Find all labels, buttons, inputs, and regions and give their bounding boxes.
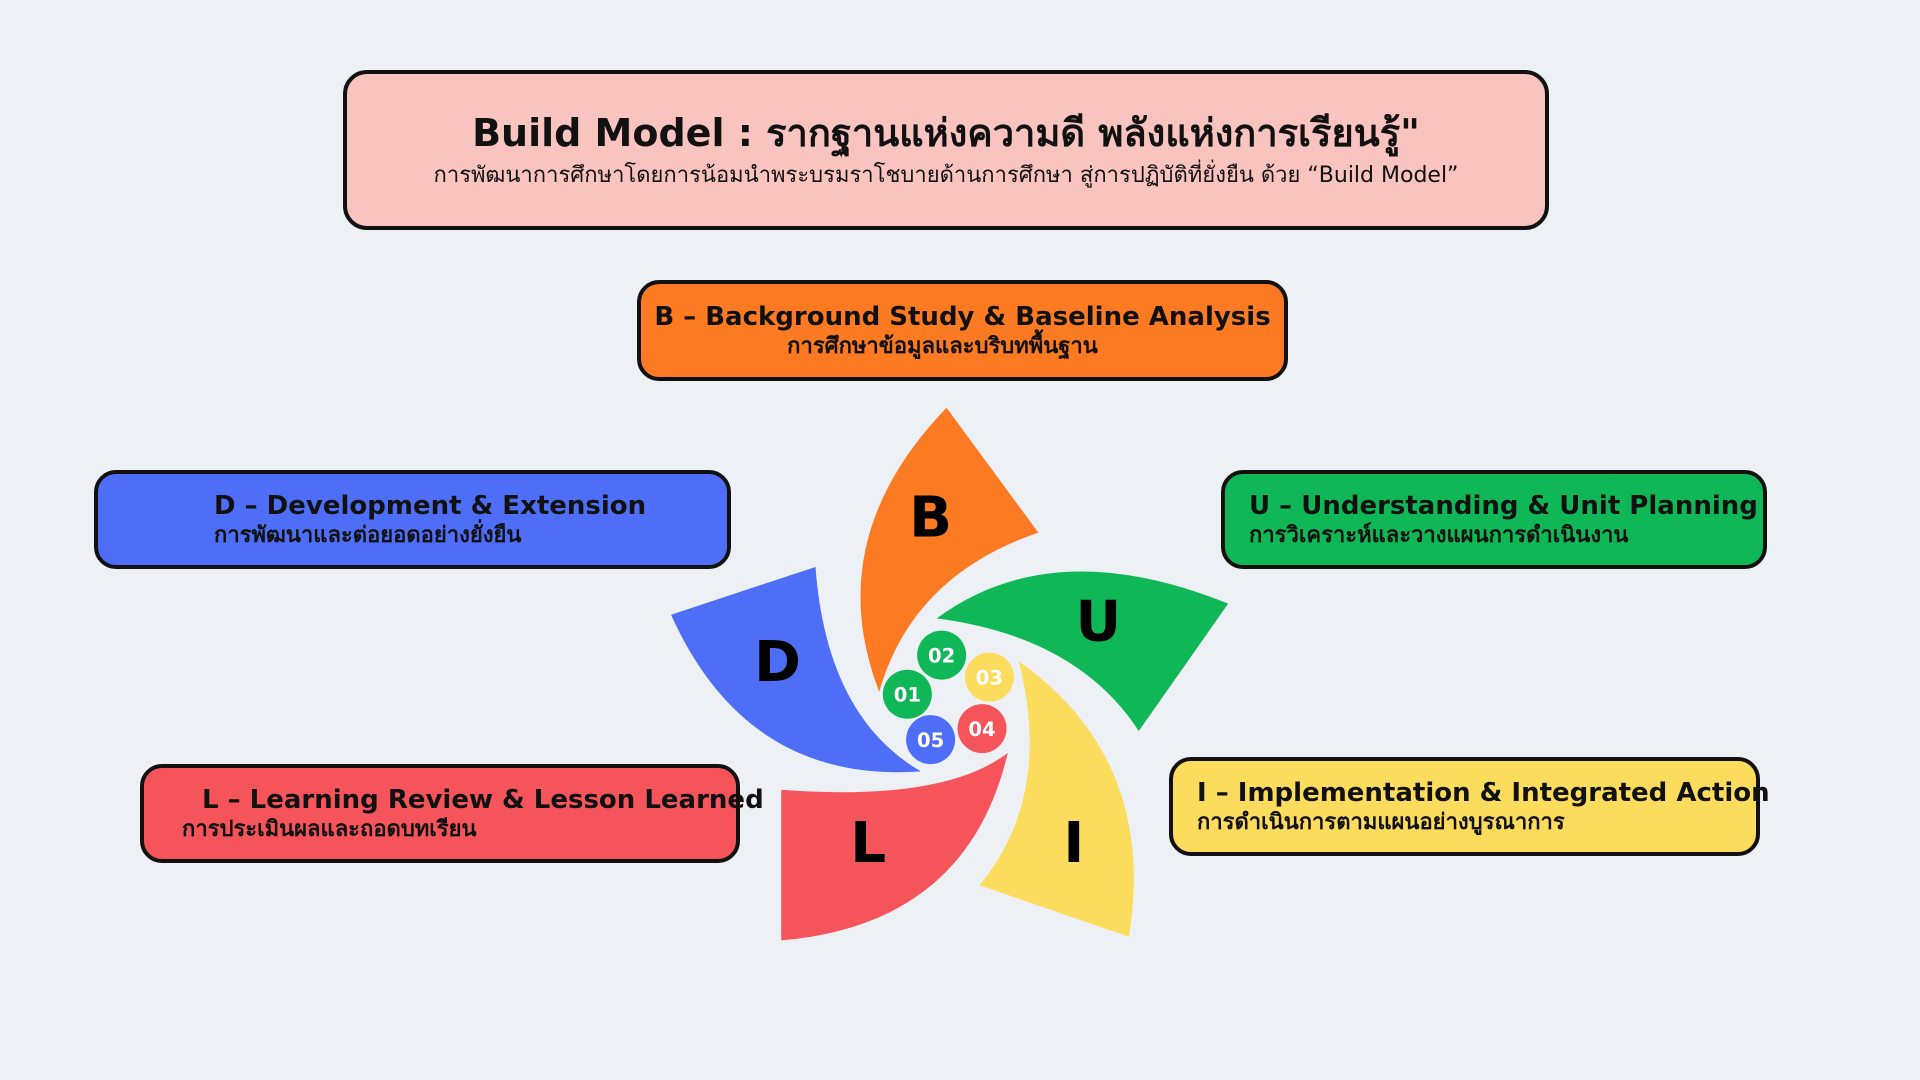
step-box-l: L – Learning Review & Lesson Learned การ… xyxy=(140,764,764,863)
number-circle-04 xyxy=(957,704,1007,754)
step-thai: การดำเนินการตามแผนอย่างบูรณาการ xyxy=(1197,809,1565,835)
step-thai: การพัฒนาและต่อยอดอย่างยั่งยืน xyxy=(214,522,522,548)
step-box-b: B – Background Study & Baseline Analysis… xyxy=(637,280,1288,381)
petal-letter-u: U xyxy=(1076,589,1122,654)
title-banner: Build Model : รากฐานแห่งความดี พลังแห่งก… xyxy=(343,70,1549,230)
petal-l xyxy=(781,753,1008,941)
petal-letter-b: B xyxy=(909,485,952,550)
number-circle-03 xyxy=(964,652,1014,702)
step-box-d: D – Development & Extension การพัฒนาและต… xyxy=(94,470,731,569)
step-thai: การประเมินผลและถอดบทเรียน xyxy=(182,816,477,842)
number-label-02: 02 xyxy=(928,644,955,667)
step-box-u: U – Understanding & Unit Planning การวิเ… xyxy=(1221,470,1767,569)
number-circle-01 xyxy=(882,669,932,719)
petal-letter-d: D xyxy=(754,630,801,695)
petal-b xyxy=(860,407,1039,692)
number-label-04: 04 xyxy=(968,718,995,741)
number-label-01: 01 xyxy=(894,684,921,707)
number-circle-02 xyxy=(917,630,967,680)
page-subtitle: การพัฒนาการศึกษาโดยการน้อมนำพระบรมราโชบา… xyxy=(433,163,1459,188)
step-heading: B – Background Study & Baseline Analysis xyxy=(654,301,1271,332)
step-heading: L – Learning Review & Lesson Learned xyxy=(202,784,764,815)
number-label-05: 05 xyxy=(917,729,944,752)
petal-u xyxy=(936,571,1229,732)
page-title: Build Model : รากฐานแห่งความดี พลังแห่งก… xyxy=(472,111,1420,155)
step-thai: การศึกษาข้อมูลและบริบทพื้นฐาน xyxy=(787,333,1098,359)
step-box-i: I – Implementation & Integrated Action ก… xyxy=(1169,757,1770,856)
step-heading: I – Implementation & Integrated Action xyxy=(1197,777,1770,808)
number-circle-05 xyxy=(906,715,956,765)
petal-i xyxy=(979,661,1134,937)
step-thai: การวิเคราะห์และวางแผนการดำเนินงาน xyxy=(1249,522,1629,548)
petal-d xyxy=(671,566,921,773)
step-heading: D – Development & Extension xyxy=(214,490,647,521)
step-heading: U – Understanding & Unit Planning xyxy=(1249,490,1758,521)
petal-letter-i: I xyxy=(1063,811,1084,876)
petal-letter-l: L xyxy=(850,811,886,876)
number-label-03: 03 xyxy=(976,666,1003,689)
